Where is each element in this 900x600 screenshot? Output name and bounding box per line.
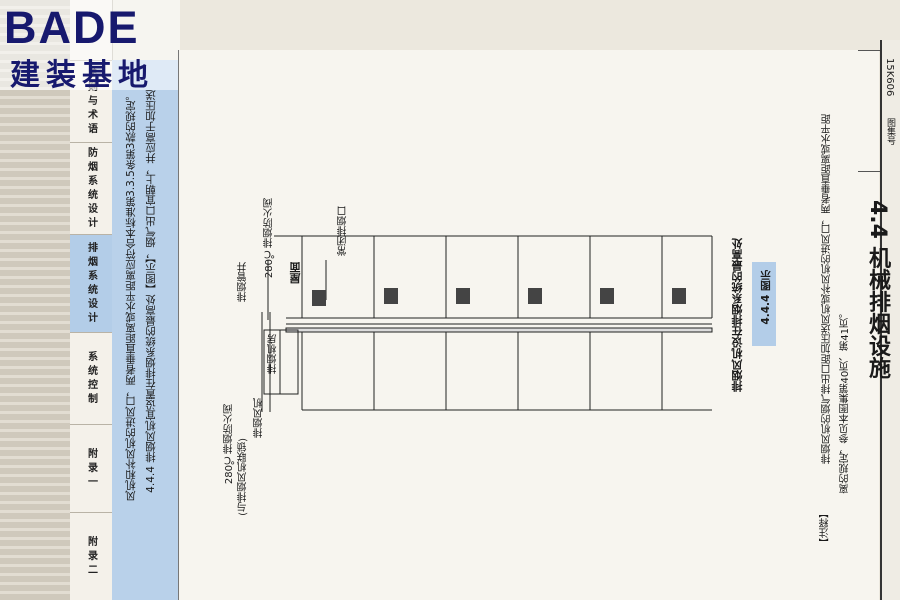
tab-label: 排烟系统设计 (85, 242, 97, 326)
label-fan-room: 排烟机房 (268, 334, 279, 374)
tab-label: 附录一 (85, 448, 97, 490)
outlet-box (456, 288, 470, 304)
tab-label: 附录二 (85, 536, 97, 578)
figure-label: 4.4.4 图示 (760, 270, 772, 325)
tab-smoke-control[interactable]: 防烟系统设计 (70, 142, 112, 235)
notes-line-2: 离的规定，参见本图集第40页、第41页。 (840, 308, 851, 494)
logo-wordmark: BADE (4, 2, 140, 53)
figure-label-badge: 4.4.4 图示 (752, 262, 776, 346)
outlet-box (600, 288, 614, 304)
label-shaft: 排烟管井 (238, 262, 249, 302)
section-title: 4.4 机械排烟设施 (865, 200, 890, 379)
atlas-label: 图集号 (885, 118, 895, 145)
tab-smoke-exhaust[interactable]: 排烟系统设计 (70, 234, 112, 333)
figure-caption: 排烟风机设在排烟系统的最高处 (731, 238, 744, 392)
outlet-box (312, 290, 326, 306)
outlet-box (528, 288, 542, 304)
label-fan: 排烟风机 (254, 398, 265, 438)
tab-label: 总则与术语 (85, 67, 97, 137)
label-valve-top: 280℃排烟防火阀 (264, 198, 275, 279)
tab-appendix-1[interactable]: 附录一 (70, 424, 112, 513)
brand-logo: BADE 建装基地 (0, 0, 180, 93)
notes-line-1: 排烟风机的烟气排出口距加压送风机或补风机的进风口，两者垂直距离或水平距 (822, 114, 833, 464)
title-block (880, 40, 900, 600)
tab-label: 系统控制 (85, 351, 97, 407)
label-interlock: (与排烟风机联锁) (238, 438, 249, 516)
outlet-box (384, 288, 398, 304)
clause-panel (112, 60, 178, 600)
tab-appendix-2[interactable]: 附录二 (70, 512, 112, 600)
atlas-number: 15K606 (884, 58, 895, 97)
tab-label: 防烟系统设计 (85, 147, 97, 231)
page-stack-edge (0, 0, 70, 600)
label-valve-bottom: 280℃排烟防火阀 (224, 404, 235, 485)
outlet-box (672, 288, 686, 304)
label-outlet: 常闭排烟口 (338, 206, 349, 256)
smoke-outlets (312, 288, 686, 306)
logo-subtitle: 建装基地 (10, 58, 154, 93)
roof-slab (285, 327, 713, 333)
notes-heading: 【注释】 (820, 508, 831, 548)
tab-system-control[interactable]: 系统控制 (70, 332, 112, 425)
label-roof: 屋面 (289, 262, 302, 284)
fan-room (263, 329, 299, 395)
